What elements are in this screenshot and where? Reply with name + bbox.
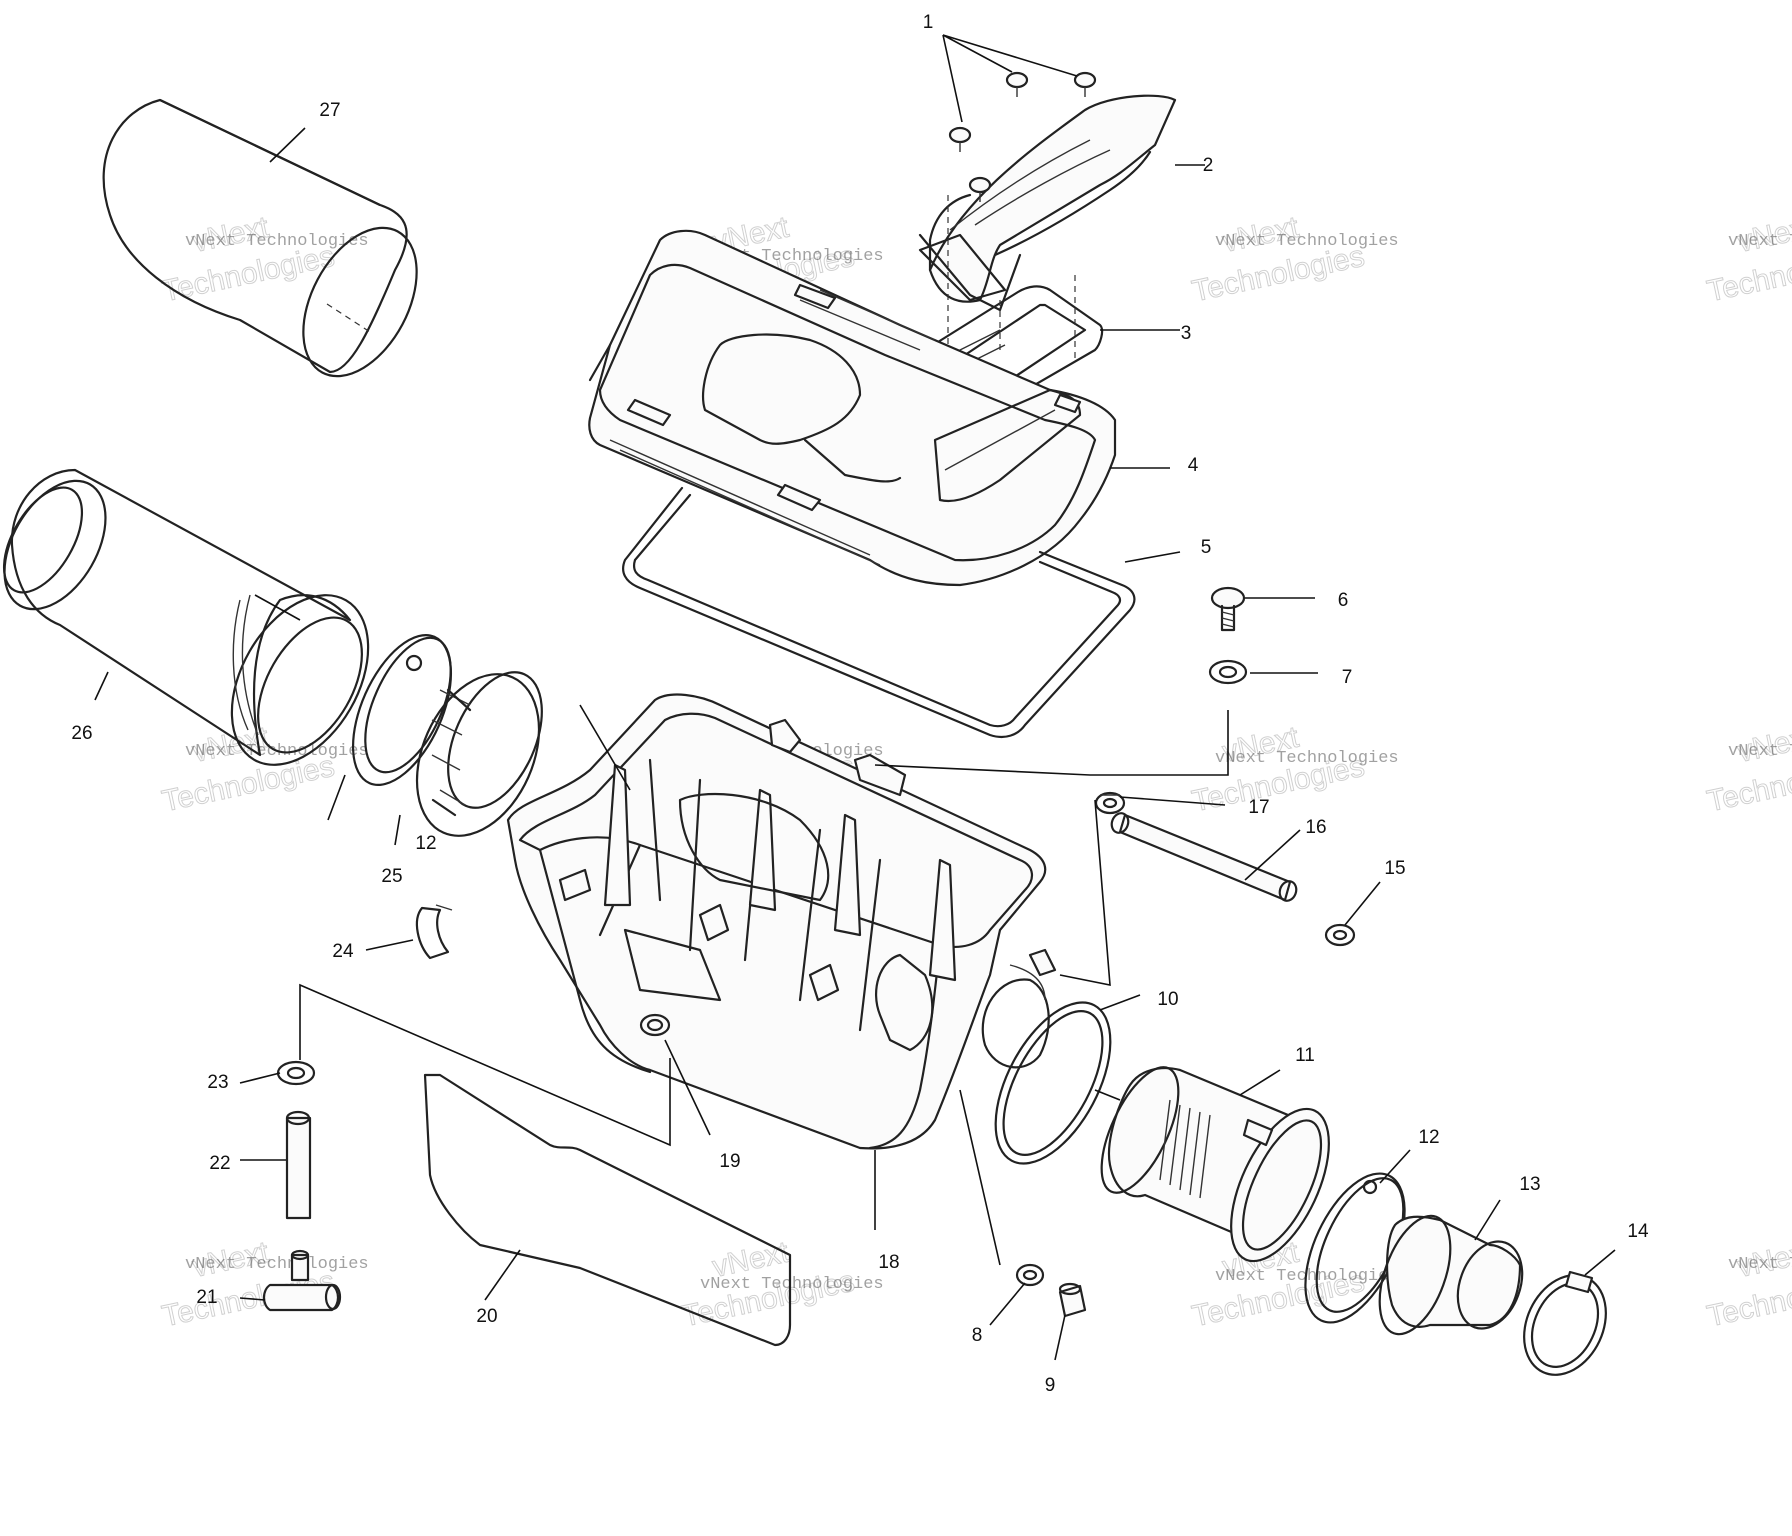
part-13-outlet-cone	[1378, 1214, 1524, 1336]
callout-leaders	[94, 127, 1616, 1361]
part-23-hose-clamp	[276, 1060, 316, 1086]
callout-17: 17	[1248, 797, 1269, 818]
part-22-drain-hose	[285, 1110, 312, 1220]
callout-9: 9	[1045, 1375, 1056, 1396]
part-24-clip	[415, 904, 453, 960]
assembly-line-drain	[299, 983, 671, 1147]
part-7-washer	[1208, 659, 1248, 685]
callout-6: 6	[1338, 590, 1349, 611]
watermark-text: vNext Technologies	[185, 232, 369, 251]
callout-3: 3	[1181, 323, 1192, 344]
assembly-line-plug	[959, 1089, 1001, 1266]
callout-27: 27	[319, 100, 340, 121]
part-12-clamp-upper	[351, 634, 453, 786]
callout-25: 25	[381, 866, 402, 887]
callout-8: 8	[972, 1325, 983, 1346]
part-20-screen	[423, 1073, 792, 1347]
callout-18: 18	[878, 1252, 899, 1273]
watermark-text: vNext Technologies	[1728, 232, 1792, 251]
callout-20: 20	[476, 1306, 497, 1327]
callout-24: 24	[332, 941, 354, 962]
callout-21: 21	[196, 1287, 217, 1308]
callout-12-upper: 12	[415, 833, 436, 854]
callout-14: 14	[1627, 1221, 1649, 1242]
part-2-intake-snorkel	[918, 94, 1177, 312]
callout-5: 5	[1201, 537, 1212, 558]
screw	[1005, 71, 1029, 97]
part-1-screws	[942, 34, 1097, 202]
watermark-text: vNext Technologies	[1215, 749, 1399, 768]
callout-15: 15	[1384, 858, 1405, 879]
callout-16: 16	[1305, 817, 1326, 838]
part-15-hose-clamp	[1324, 923, 1356, 947]
callout-22: 22	[209, 1153, 230, 1174]
part-11-outlet-boot	[1100, 1066, 1330, 1263]
watermark-text: vNext Technologies	[185, 1255, 369, 1274]
part-21-drain-valve	[262, 1249, 342, 1312]
part-8-hose-clamp	[1015, 1263, 1045, 1287]
part-9-plug	[1058, 1282, 1087, 1318]
assembly-line-bolt-6	[874, 710, 1229, 776]
part-6-screw	[1210, 586, 1246, 632]
callout-23: 23	[207, 1072, 228, 1093]
watermark-text: vNext Technologies	[1215, 232, 1399, 251]
screw	[968, 176, 992, 202]
part-25-threaded-adapter	[415, 671, 543, 837]
watermark-text: vNext Technologies	[700, 1275, 884, 1294]
part-18-airbox-base	[506, 693, 1057, 1150]
callout-10: 10	[1157, 989, 1178, 1010]
part-5-gasket	[622, 486, 1136, 739]
callout-26: 26	[71, 723, 92, 744]
part-26-filter-element	[2, 468, 370, 766]
part-4-airbox-lid	[588, 229, 1117, 587]
callout-13: 13	[1519, 1174, 1540, 1195]
callout-11: 11	[1295, 1045, 1315, 1066]
part-27-filter-sleeve	[102, 98, 418, 378]
screw	[948, 126, 972, 152]
callout-7: 7	[1342, 667, 1353, 688]
watermark-text: vNext Technologies	[1728, 1255, 1792, 1274]
callout-2: 2	[1203, 155, 1214, 176]
watermark-text: vNext Technologies	[1728, 742, 1792, 761]
part-17-hose-clamp	[1094, 791, 1126, 815]
assembly-line-filter-26	[579, 704, 631, 791]
part-10-o-ring	[994, 1001, 1112, 1165]
assembly-line-outlet	[1094, 1089, 1121, 1101]
part-14-clamp	[1523, 1270, 1607, 1376]
callout-labels: 1 2 3 4 5 6 7 8 9 10 11 12 12 13 14 15 1…	[71, 12, 1649, 1396]
callout-4: 4	[1188, 455, 1199, 476]
assembly-line-filter-27	[254, 594, 301, 621]
screw	[1073, 71, 1097, 97]
assembly-line-drain-tube	[1059, 799, 1111, 986]
callout-12-lower: 12	[1418, 1127, 1439, 1148]
callout-19: 19	[719, 1151, 740, 1172]
callout-1: 1	[923, 12, 934, 33]
